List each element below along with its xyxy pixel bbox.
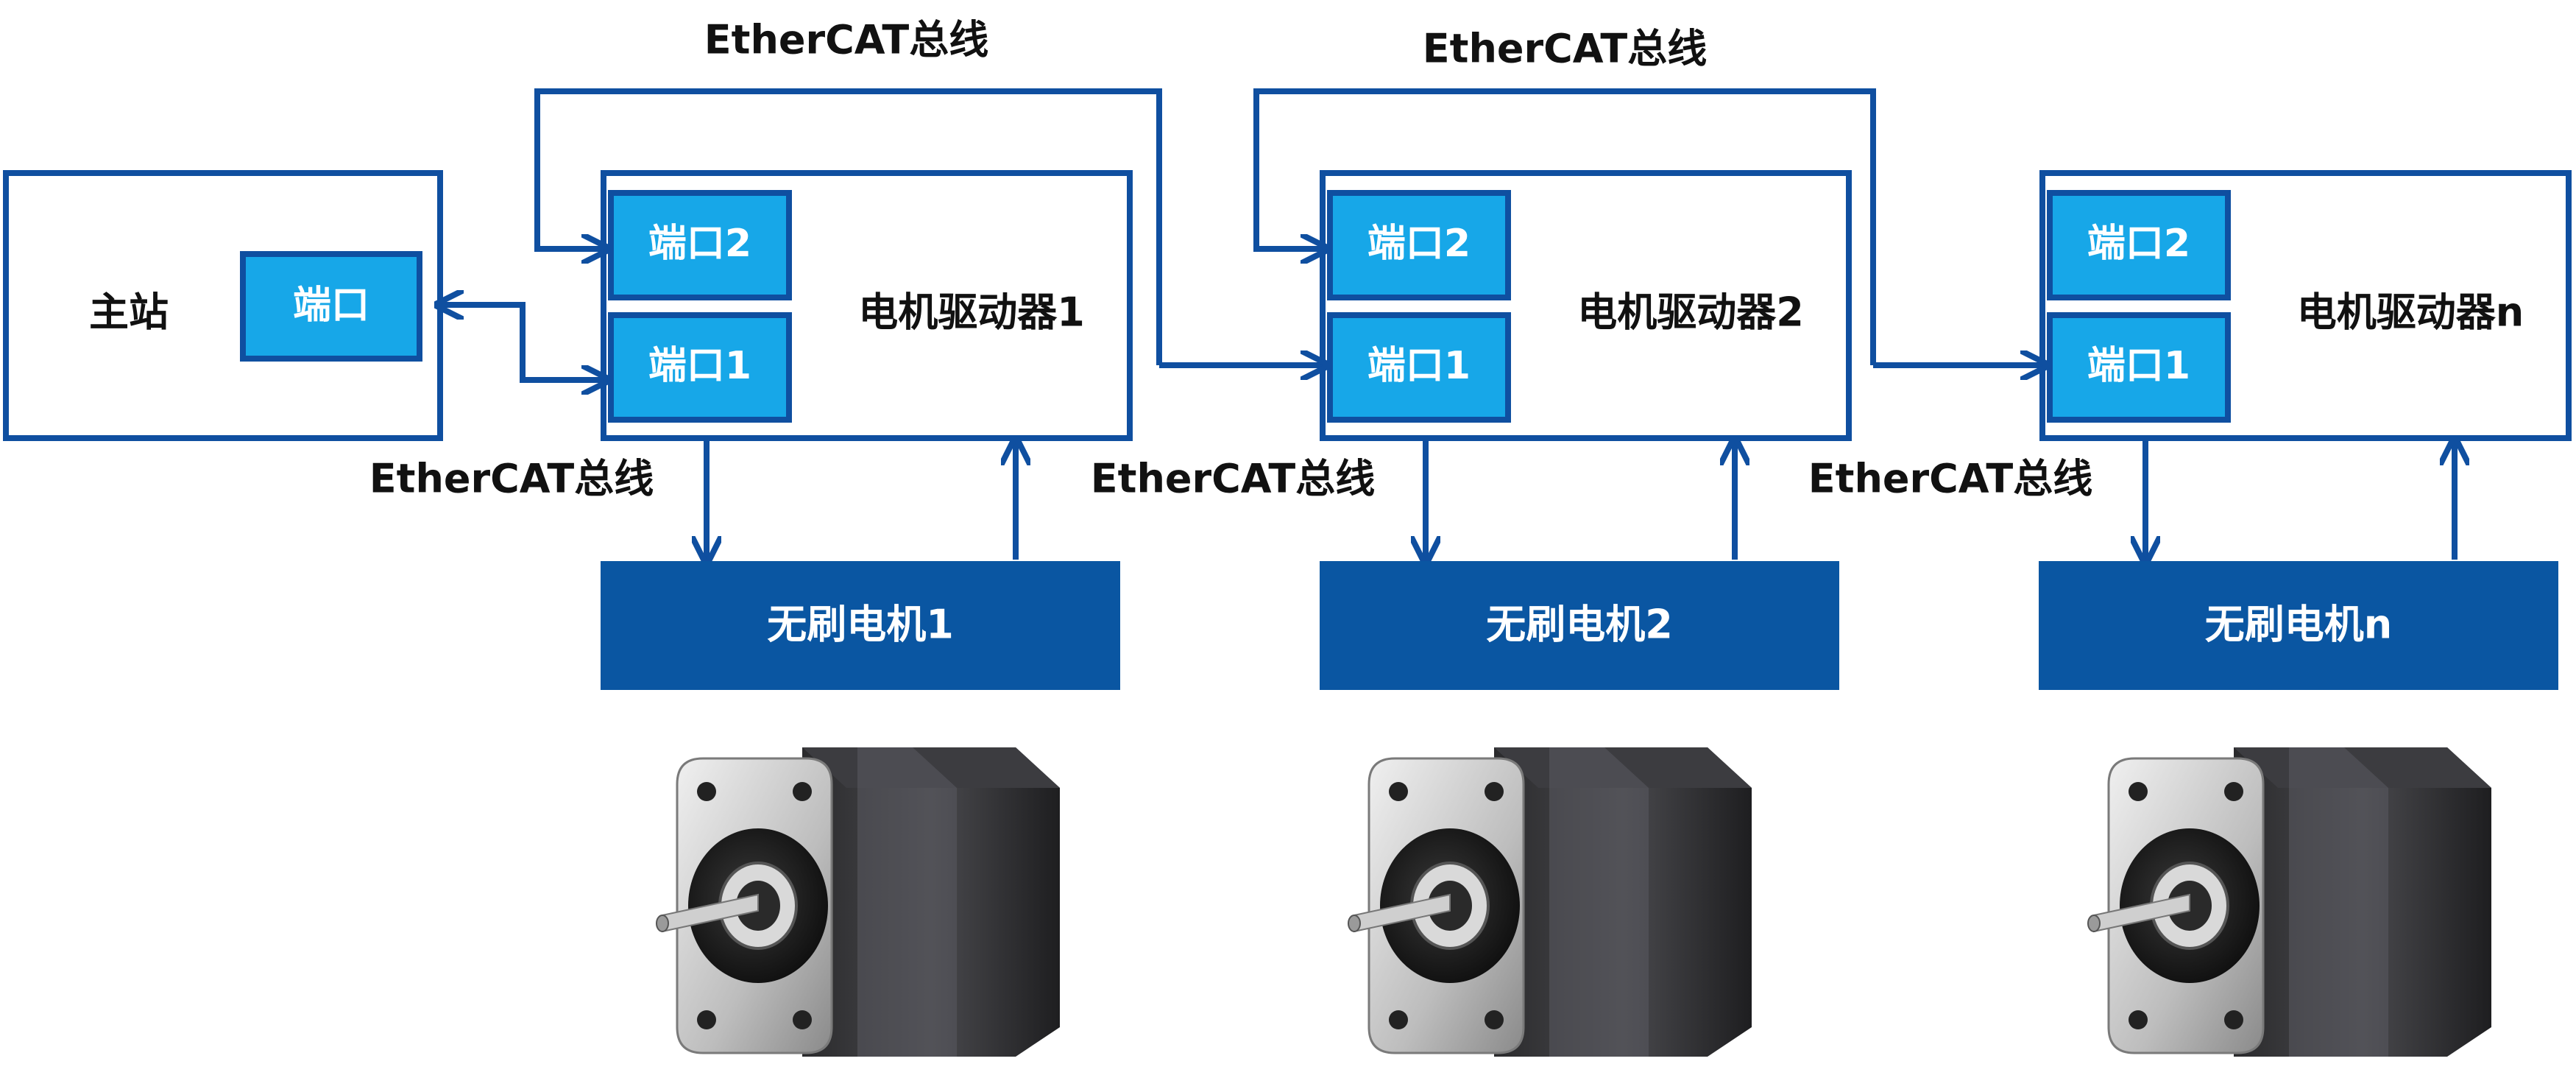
motor-n-box [2039,561,2558,690]
driver-n-port-1-label: 端口1 [2087,344,2190,388]
bus-label-bottom-2: EtherCAT总线 [1091,456,1375,502]
motor-2-box [1320,561,1839,690]
bus-label-bottom-1: EtherCAT总线 [369,456,654,502]
link-driver2-port2-loop [1253,88,1876,365]
motor-2-label: 无刷电机2 [1486,602,1673,648]
driver-n-port-2 [2047,190,2231,300]
motor-n-label: 无刷电机n [2205,602,2392,648]
driver-1-port-1-label: 端口1 [648,344,751,388]
motor-1-box [601,561,1120,690]
driver-1: 端口2 端口1 电机驱动器1 [601,170,1133,441]
motor-links [707,440,2455,560]
motor-image-n [2087,746,2493,1058]
driver-2-port-1-label: 端口1 [1367,344,1471,388]
bus-label-bottom-n: EtherCAT总线 [1808,456,2092,502]
driver-2-port-1 [1327,312,1511,423]
driver-n-port-2-label: 端口2 [2087,222,2190,266]
driver-2-port-2-label: 端口2 [1367,222,1471,266]
driver-1-port-2 [608,190,792,300]
motor-image-1 [656,747,1060,1057]
motor-boxes: 无刷电机1 无刷电机2 无刷电机n [601,561,2558,690]
driver-2-label: 电机驱动器2 [1577,289,1804,336]
link-master-driver1 [440,305,605,380]
driver-n: 端口2 端口1 电机驱动器n [2039,170,2572,441]
driver-1-port-1 [608,312,792,423]
motor-1-label: 无刷电机1 [767,602,954,648]
master-port-label: 端口 [293,283,369,328]
driver-1-label: 电机驱动器1 [858,289,1085,336]
bus-label-top-2: EtherCAT总线 [1423,26,1707,72]
driver-2: 端口2 端口1 电机驱动器2 [1320,170,1852,441]
driver-n-port-1 [2047,312,2231,423]
driver-n-label: 电机驱动器n [2297,289,2524,336]
motor-image-2 [1347,746,1753,1058]
master-label: 主站 [89,289,169,336]
bus-label-top-1: EtherCAT总线 [704,17,988,63]
link-driver1-port2-loop [534,88,1162,365]
master-station: 主站 端口 [3,170,443,441]
driver-1-port-2-label: 端口2 [648,222,751,266]
driver-2-port-2 [1327,190,1511,300]
bus-connections [440,88,2044,380]
master-port [240,251,422,362]
